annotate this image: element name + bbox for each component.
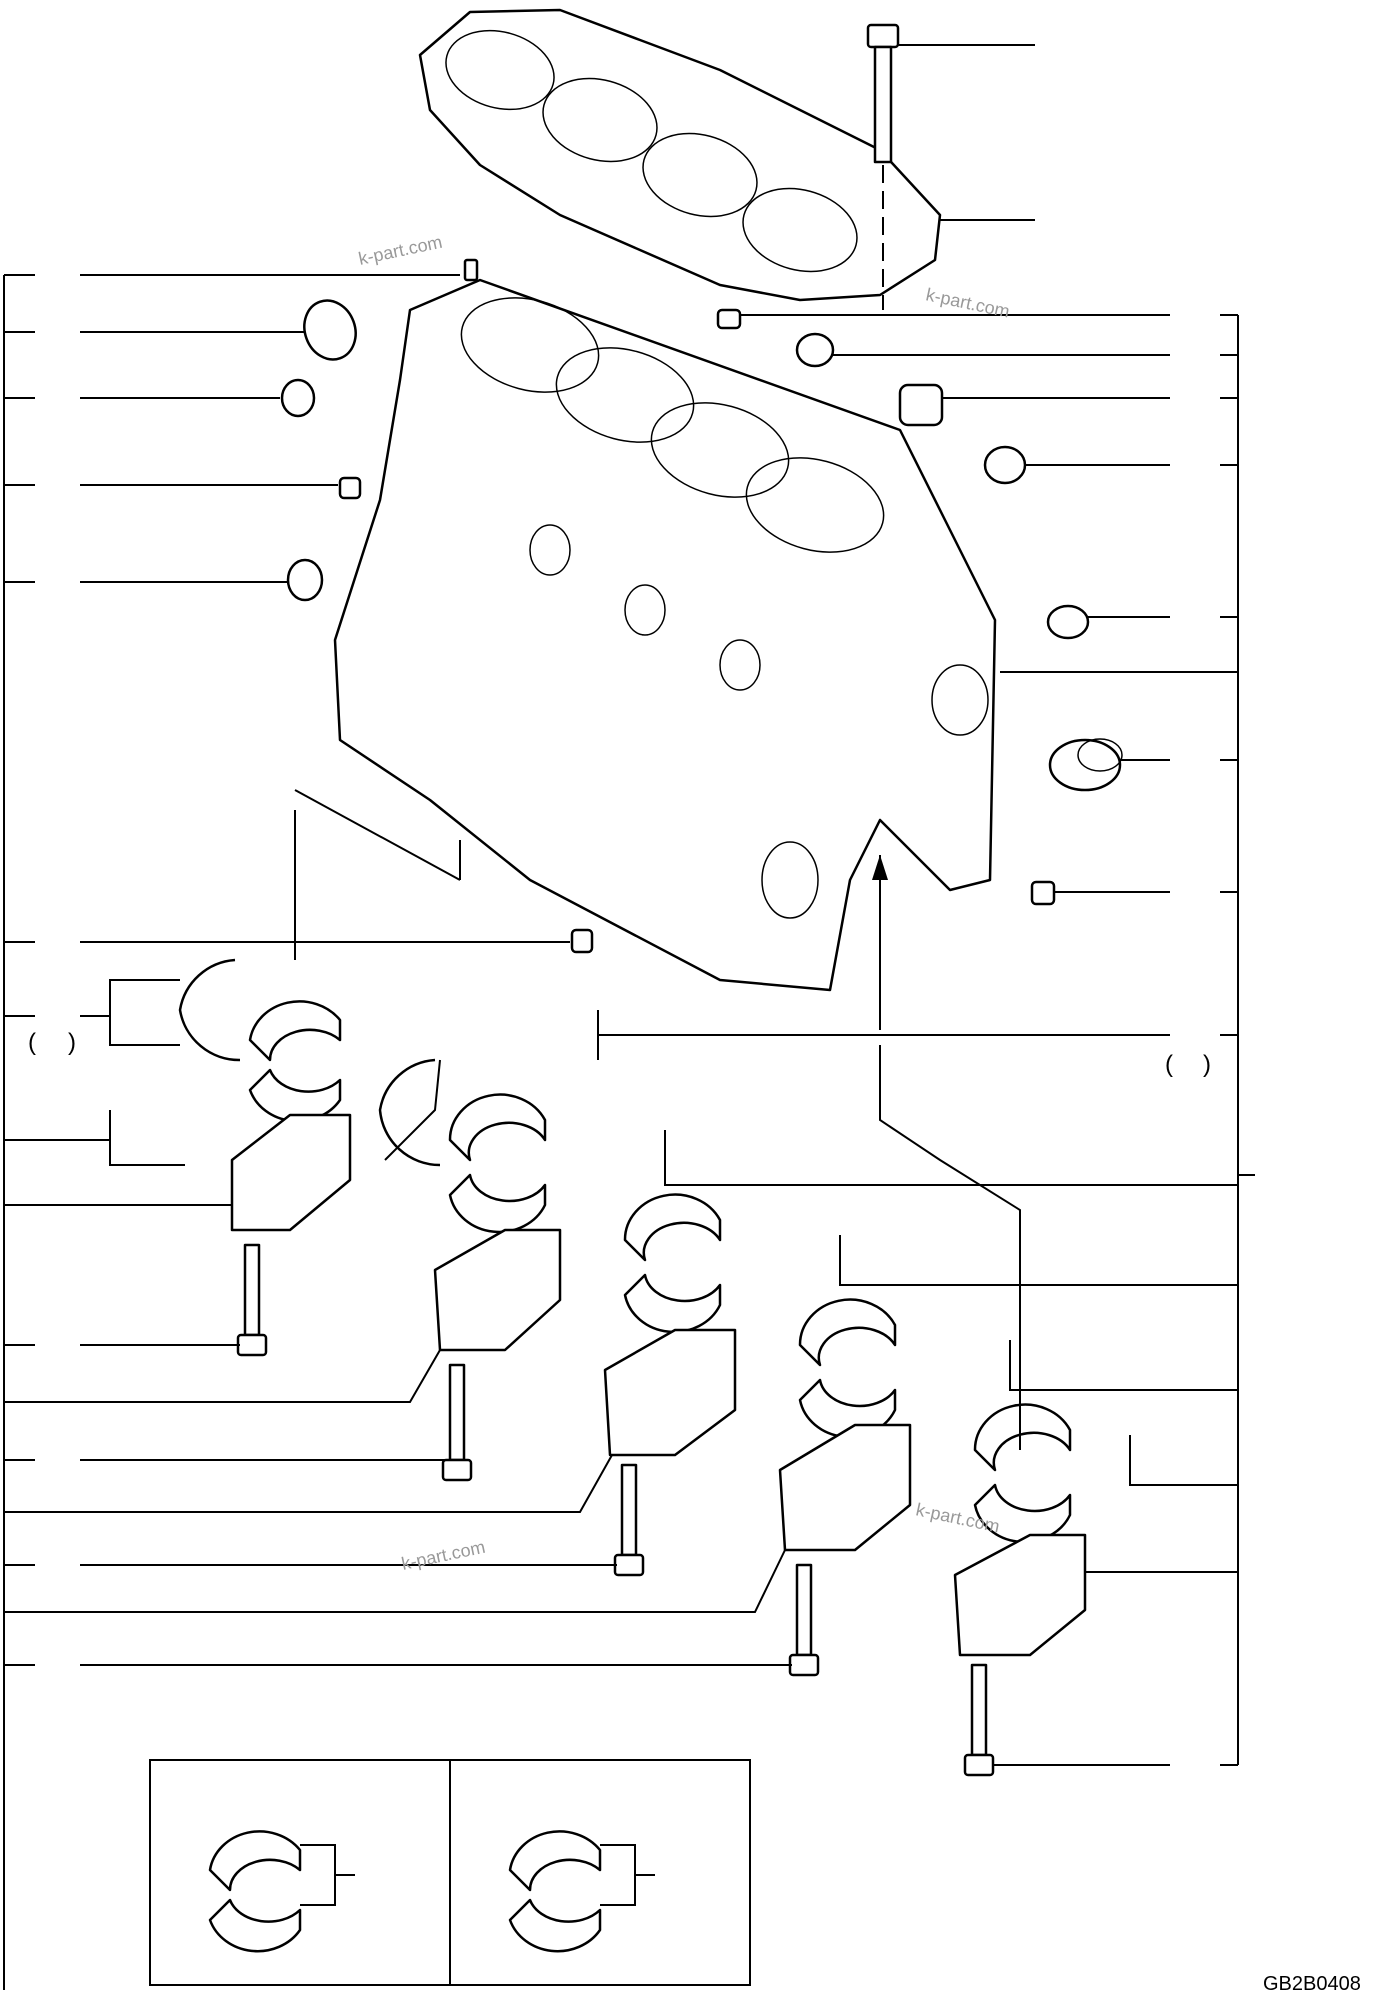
main-bearing-cap-1[interactable] (230, 1113, 352, 1232)
main-bearing-cap-4[interactable] (778, 1423, 912, 1552)
main-bearing-cap-3[interactable] (603, 1328, 737, 1457)
main-bearing-shell-3[interactable] (623, 1193, 722, 1334)
leader-thrust-washer-left (80, 1015, 180, 1046)
paren-close-right: ) (1203, 1051, 1211, 1078)
leader-block-arrow-head (872, 855, 888, 880)
cap-bolt-5[interactable] (963, 1663, 995, 1777)
cap-bolt-1[interactable] (236, 1243, 268, 1357)
leader-bearing-5-path (879, 1045, 1021, 1450)
main-bearing-shell-1[interactable] (248, 1000, 342, 1123)
head-gasket[interactable] (418, 8, 942, 302)
drawing-code: GB2B0408 (1263, 1973, 1361, 1995)
thrust-washer-right[interactable] (378, 1058, 441, 1167)
optional-bearing-shell-b[interactable] (508, 1830, 602, 1953)
main-bearing-shell-5[interactable] (973, 1403, 1072, 1544)
main-bearing-cap-5[interactable] (953, 1533, 1087, 1657)
leader-pan-region (294, 789, 461, 881)
leader-cap-2 (4, 1349, 441, 1403)
head-bolt[interactable] (866, 23, 900, 164)
leader-cap-4 (4, 1549, 786, 1613)
optional-bearing-shell-a[interactable] (208, 1830, 302, 1953)
main-bearing-shell-4[interactable] (798, 1298, 897, 1439)
threaded-plug-right[interactable] (1030, 880, 1056, 906)
expansion-plug-top[interactable] (795, 332, 835, 368)
cap-bolt-4[interactable] (788, 1563, 820, 1677)
expansion-plug-small-left[interactable] (280, 378, 316, 418)
threaded-plug-bottom[interactable] (570, 928, 594, 954)
watermark-1: k-part.com (357, 232, 444, 269)
leader-bearing-4 (1009, 1340, 1238, 1391)
cap-bolt-2[interactable] (441, 1363, 473, 1482)
main-bearing-cap-2[interactable] (433, 1228, 562, 1352)
paren-close-left: ) (68, 1029, 76, 1056)
watermark-3: k-part.com (400, 1537, 487, 1574)
watermark-2: k-part.com (924, 284, 1011, 321)
cap-bolt-3[interactable] (613, 1463, 645, 1577)
camshaft-bushing[interactable] (1048, 738, 1123, 792)
bracket-inset-a (300, 1844, 336, 1906)
leader-thrust-washer-right (384, 1059, 441, 1161)
expansion-plug-large[interactable] (296, 293, 364, 366)
thrust-washer-left[interactable] (178, 958, 241, 1062)
leader-bearing-1-bracket (109, 1110, 185, 1166)
cylinder-block[interactable] (333, 278, 997, 992)
expansion-plug-right[interactable] (983, 445, 1027, 485)
bracket-inset-b (600, 1844, 636, 1906)
main-bearing-shell-2[interactable] (448, 1093, 547, 1234)
leader-bearing-5 (1129, 1435, 1238, 1486)
paren-open-left: ( (28, 1029, 36, 1056)
seal-ring-right[interactable] (1046, 604, 1090, 640)
cup-plug[interactable] (898, 383, 944, 427)
threaded-plug-left[interactable] (338, 476, 362, 500)
dowel-pin[interactable] (463, 258, 479, 282)
leader-bearing-2 (664, 1130, 1238, 1186)
paren-open-right: ( (1165, 1051, 1173, 1078)
leader-bearing-3 (839, 1235, 1238, 1286)
oil-seal-ring-left[interactable] (286, 558, 324, 602)
leader-thrust-washer-left-upper (109, 979, 180, 1016)
leader-cap-3 (4, 1454, 613, 1513)
threaded-plug-top[interactable] (716, 308, 742, 330)
